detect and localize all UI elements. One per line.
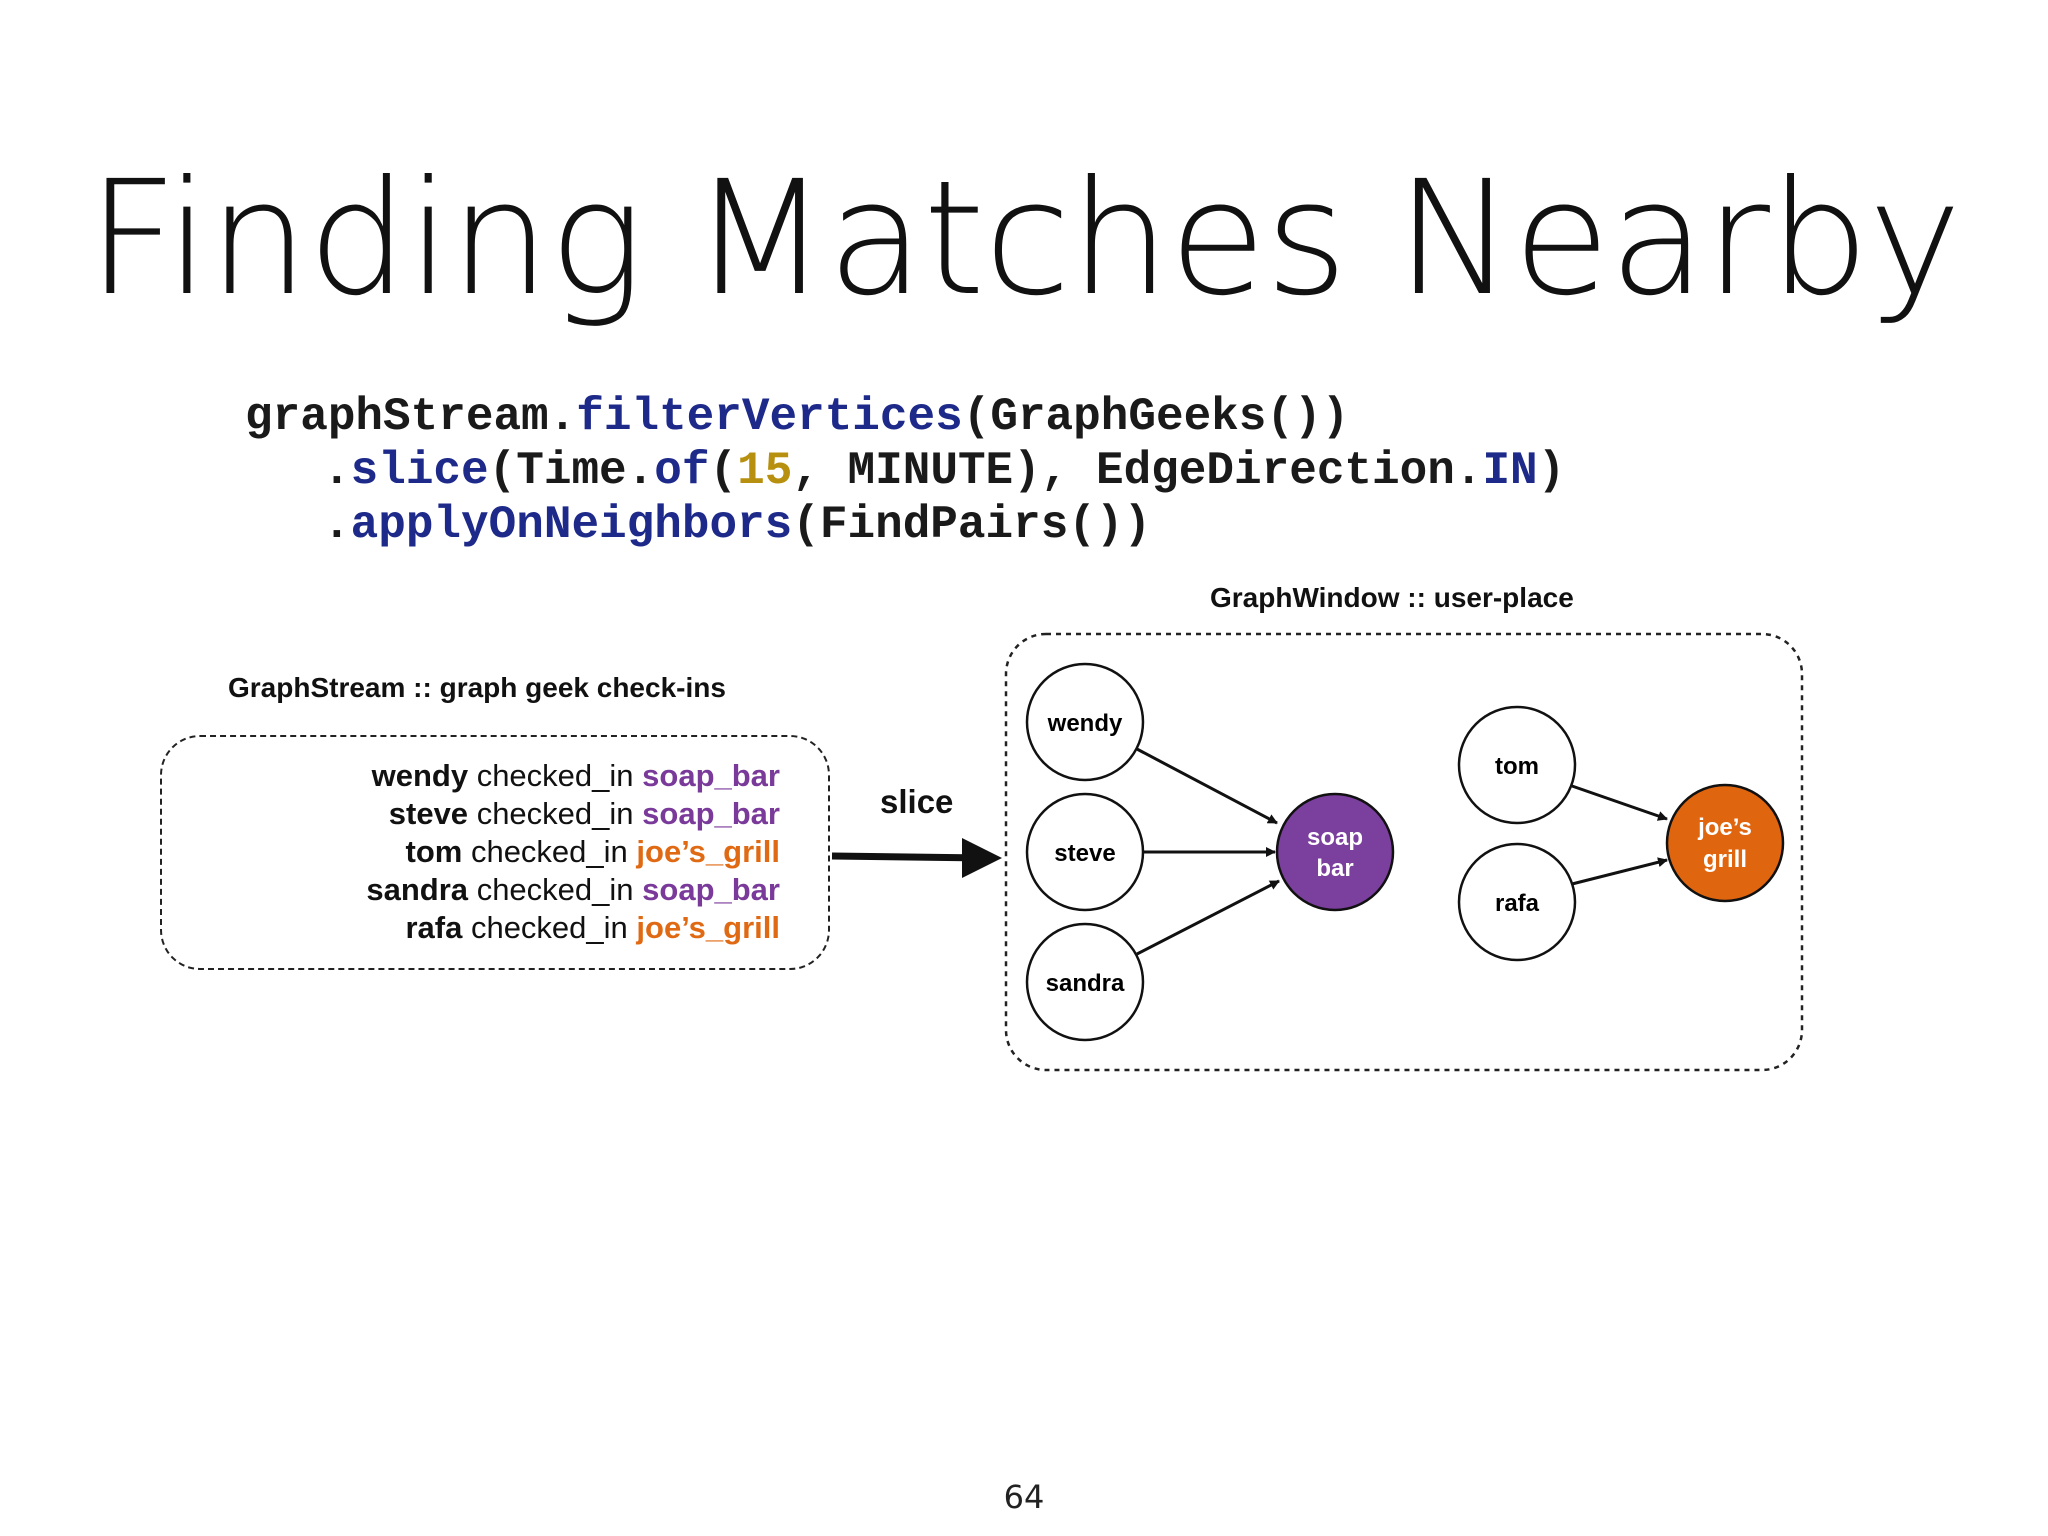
node-label-rafa: rafa [1495,890,1540,917]
node-soap-bar [1275,792,1395,912]
edge-wendy-soap-bar [1134,746,1278,825]
checkin-user: sandra [366,872,469,907]
code-block: graphStream.filterVertices(GraphGeeks())… [245,390,1565,552]
code-constant-in: IN [1482,445,1538,497]
node-label-wendy: wendy [1047,710,1123,737]
checkin-user: rafa [405,910,463,945]
slice-arrow-shaft [831,852,986,862]
slide-title: Finding Matches Nearby [87,147,1962,331]
checkin-user: steve [388,796,469,831]
stream-box [160,735,830,970]
code-dot: . [323,499,351,551]
node-sandra [1025,922,1145,1042]
node-rafa [1457,842,1577,962]
code-args: , MINUTE), EdgeDirection. [792,445,1483,497]
node-joes-grill [1665,783,1785,903]
checkin-verb: checked_in [470,910,628,945]
code-number: 15 [737,445,793,497]
checkin-verb: checked_in [476,872,634,907]
slice-label: slice [880,783,954,820]
node-label-soap-bar-2: bar [1316,855,1353,882]
code-method-of: of [654,445,710,497]
code-paren: ( [709,445,738,497]
checkin-verb: checked_in [476,758,634,793]
checkin-row: tom checked_in joe’s_grill [160,833,781,871]
slice-arrow-head [962,838,1002,878]
node-steve [1025,792,1145,912]
edge-rafa-joes-grill [1571,857,1668,886]
code-args: (GraphGeeks()) [962,391,1350,443]
checkin-user: wendy [371,758,469,793]
node-tom [1457,705,1577,825]
checkin-place: joe’s_grill [636,834,780,869]
checkin-verb: checked_in [470,834,628,869]
node-label-steve: steve [1054,840,1115,867]
checkin-place: joe’s_grill [636,910,780,945]
window-caption: GraphWindow :: user-place [1210,582,1574,613]
code-paren: ) [1537,445,1566,497]
code-args: (FindPairs()) [792,499,1152,551]
code-method-applyonneighbors: applyOnNeighbors [350,499,793,551]
node-label-sandra: sandra [1046,970,1125,997]
checkin-row: sandra checked_in soap_bar [160,871,780,909]
window-box [1004,632,1804,1072]
code-dot: . [323,445,351,497]
checkin-row: rafa checked_in joe’s_grill [160,909,780,947]
node-label-joes-grill-1: joe’s [1697,814,1752,841]
page-number: 64 [1003,1478,1045,1516]
node-label-soap-bar-1: soap [1307,824,1363,851]
edge-tom-joes-grill [1571,784,1668,821]
node-wendy [1025,662,1145,782]
code-line-3: .applyOnNeighbors(FindPairs()) [245,498,1565,552]
code-args: (Time. [488,445,655,497]
checkin-place: soap_bar [642,872,780,907]
code-method-slice: slice [350,445,489,497]
code-object: graphStream. [245,391,577,443]
code-method-filtervertices: filterVertices [576,391,963,443]
node-label-tom: tom [1495,753,1539,780]
checkin-verb: checked_in [476,796,634,831]
node-label-joes-grill-2: grill [1703,846,1747,873]
checkin-row: wendy checked_in soap_bar [160,757,780,795]
code-line-1: graphStream.filterVertices(GraphGeeks()) [245,390,1565,444]
checkin-place: soap_bar [642,796,780,831]
checkin-place: soap_bar [642,758,780,793]
stream-caption: GraphStream :: graph geek check-ins [228,672,726,703]
checkin-row: steve checked_in soap_bar [160,795,780,833]
edge-sandra-soap-bar [1136,879,1280,956]
checkin-user: tom [405,834,463,869]
code-line-2: .slice(Time.of(15, MINUTE), EdgeDirectio… [245,444,1565,498]
